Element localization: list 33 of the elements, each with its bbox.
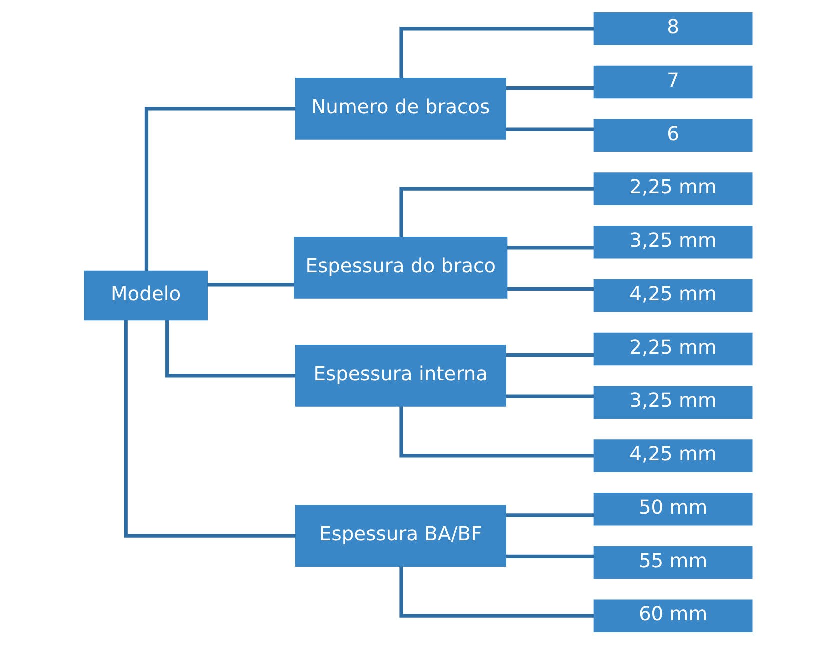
node-box: Modelo (84, 270, 208, 321)
connector (506, 514, 594, 518)
connector (399, 566, 594, 618)
node-box: 4,25 mm (593, 440, 752, 472)
node-box: Espessura interna (294, 344, 506, 407)
node-box: 3,25 mm (593, 226, 752, 259)
connector (506, 246, 594, 250)
node-box: 55 mm (593, 546, 752, 580)
connector (506, 394, 594, 398)
node-box: 60 mm (593, 600, 752, 632)
connector (399, 187, 594, 238)
node-box: 2,25 mm (593, 172, 752, 206)
node-box: 4,25 mm (593, 279, 752, 312)
connector (399, 406, 594, 458)
connector (506, 353, 594, 358)
node-box: Espessura do braco (294, 236, 508, 299)
connector (506, 554, 594, 558)
connector (399, 27, 594, 78)
connector (124, 320, 296, 538)
connector (506, 287, 594, 291)
node-box: 8 (593, 12, 752, 46)
node-box: 2,25 mm (593, 332, 752, 366)
connector (506, 128, 594, 132)
node-box: 7 (593, 66, 752, 99)
connector (165, 320, 296, 378)
node-box: 3,25 mm (593, 386, 752, 419)
node-box: 6 (593, 119, 752, 152)
connector (144, 107, 296, 272)
node-box: Numero de bracos (294, 78, 506, 140)
connector (206, 283, 294, 287)
node-box: 50 mm (593, 492, 752, 526)
connector (506, 86, 594, 90)
node-box: Espessura BA/BF (294, 505, 506, 567)
